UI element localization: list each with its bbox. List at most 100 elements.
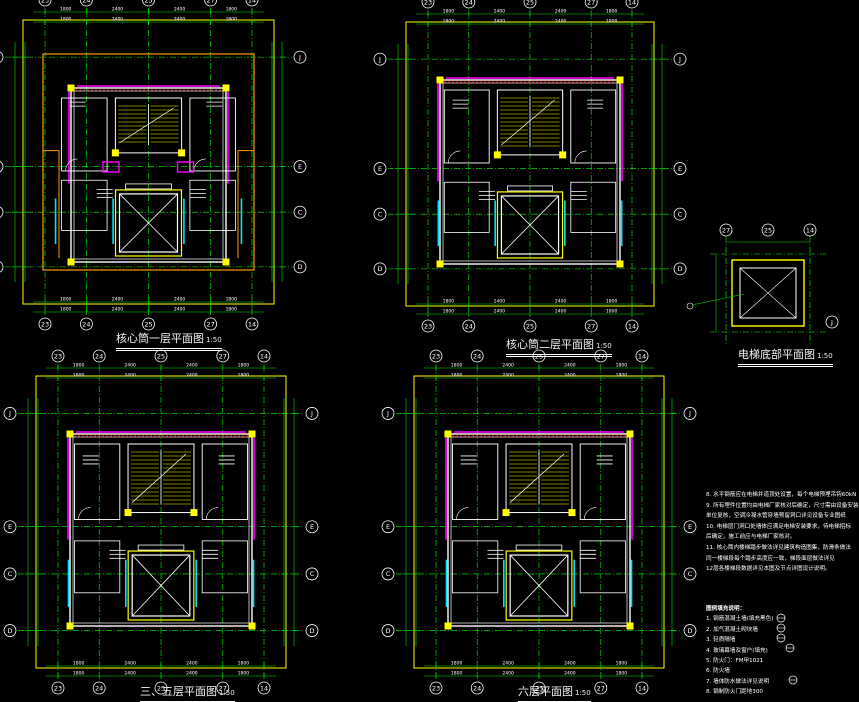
- wall-hatch: [527, 80, 532, 84]
- wall-hatch: [515, 434, 520, 438]
- axis-bubble: [92, 349, 106, 363]
- design-notes: 8. 水平钢筋应在电梯并道顶处设置，每个电梯预埋吊钩60kN 9. 所有埋件位置…: [706, 490, 859, 575]
- axis-bubble-label: C: [310, 570, 315, 578]
- exterior-wall: [70, 87, 227, 263]
- title-underline: [738, 364, 833, 365]
- stair-enclosure: [127, 443, 195, 514]
- axis-bubble: [0, 206, 4, 218]
- title-underline: [506, 356, 612, 357]
- wall-hatch: [559, 434, 564, 438]
- elevator-door: [137, 544, 185, 551]
- wall-hatch: [463, 80, 468, 84]
- scale: 1:50: [596, 342, 612, 350]
- wall-hatch: [106, 88, 111, 92]
- wall-hatch: [173, 434, 178, 438]
- structural-column: [502, 509, 510, 517]
- wall-hatch: [165, 434, 170, 438]
- wall-hatch: [579, 80, 584, 84]
- axis-bubble-label: J: [830, 318, 833, 326]
- dimension-text: 1800: [616, 363, 628, 369]
- wall-hatch: [555, 434, 560, 438]
- wall-hatch: [218, 88, 223, 92]
- axis-bubble-label: 24: [465, 0, 473, 6]
- legend: 图例填充说明： 1. 钢筋混凝土墙(填充黑色) 2. 加气混凝土砌块墙 3. 轻…: [706, 604, 846, 698]
- orange-outline: [237, 150, 254, 258]
- structural-column: [111, 149, 119, 157]
- axis-bubble: [80, 317, 93, 331]
- wall-hatch: [443, 80, 448, 84]
- elevator-cross: [131, 554, 191, 617]
- wall-hatch: [146, 88, 151, 92]
- wall-hatch: [206, 88, 211, 92]
- wall-hatch: [134, 88, 139, 92]
- dimension-text: 1800: [226, 7, 238, 13]
- elevator-shaft: [509, 554, 569, 617]
- axis-bubble: [293, 50, 307, 64]
- axis-bubble: [0, 51, 4, 63]
- structural-column: [222, 84, 230, 92]
- side-room: [74, 443, 121, 520]
- axis-bubble: [293, 205, 307, 219]
- axis-bubble: [803, 223, 817, 237]
- structural-column: [436, 260, 444, 268]
- axis-bubble-label: J: [310, 410, 313, 418]
- wall-hatch: [583, 434, 588, 438]
- wall-hatch: [535, 434, 540, 438]
- axis-bubble-label: 14: [260, 684, 268, 692]
- title: 六层平面图: [518, 685, 573, 698]
- axis-bubble-label: J: [386, 410, 389, 418]
- axis-bubble-label: E: [298, 163, 302, 171]
- wall-hatch: [523, 434, 528, 438]
- wall-hatch: [114, 88, 119, 92]
- dimension-text: 2400: [555, 299, 567, 305]
- side-room: [570, 89, 617, 164]
- wall-hatch: [559, 80, 564, 84]
- dimension-text: 2400: [555, 19, 567, 25]
- structural-column: [222, 258, 230, 266]
- axis-bubble-label: 14: [248, 320, 256, 328]
- axis-bubble-label: 14: [638, 684, 646, 692]
- dimension-text: 2400: [502, 661, 514, 667]
- dimension-text: 1800: [451, 661, 463, 667]
- wall-hatch: [237, 434, 242, 438]
- wall-hatch: [77, 434, 82, 438]
- wall-hatch: [611, 80, 616, 84]
- axis-bubble: [635, 349, 649, 363]
- wall-hatch: [591, 80, 596, 84]
- wall-hatch: [193, 434, 198, 438]
- pit-inner: [739, 267, 797, 319]
- wall-hatch: [78, 88, 83, 92]
- axis-bubble-label: 25: [535, 684, 543, 692]
- axis-bubble-label: E: [378, 165, 382, 173]
- wall-hatch: [161, 434, 166, 438]
- dimension-text: 2400: [186, 363, 198, 369]
- axis-bubble-label: 25: [526, 322, 534, 330]
- axis-bubble: [825, 315, 839, 329]
- wall-hatch: [587, 80, 592, 84]
- axis-bubble: [373, 262, 387, 276]
- dimension-text: 2400: [124, 373, 136, 379]
- wall-hatch: [571, 434, 576, 438]
- axis-bubble: [293, 160, 307, 173]
- wall-hatch: [194, 88, 199, 92]
- scale: 1:50: [817, 352, 833, 360]
- wall-hatch: [177, 434, 182, 438]
- title: 三、五层平面图: [140, 685, 217, 698]
- wall-hatch: [225, 434, 230, 438]
- wall-hatch: [563, 80, 568, 84]
- elevator-frame: [496, 191, 564, 259]
- dimension-text: 1800: [606, 299, 618, 305]
- axis-bubble: [381, 624, 395, 637]
- dimension-text: 1800: [443, 299, 455, 305]
- wall-hatch: [98, 88, 103, 92]
- axis-bubble-label: 24: [95, 352, 103, 360]
- elevator-door: [507, 185, 553, 192]
- axis-bubble-label: J: [8, 410, 11, 418]
- wall-hatch: [507, 80, 512, 84]
- structural-column: [436, 76, 444, 84]
- wall-hatch: [471, 434, 476, 438]
- note-line: 8. 水平钢筋应在电梯并道顶处设置，每个电梯预埋吊钩60kN: [706, 492, 857, 498]
